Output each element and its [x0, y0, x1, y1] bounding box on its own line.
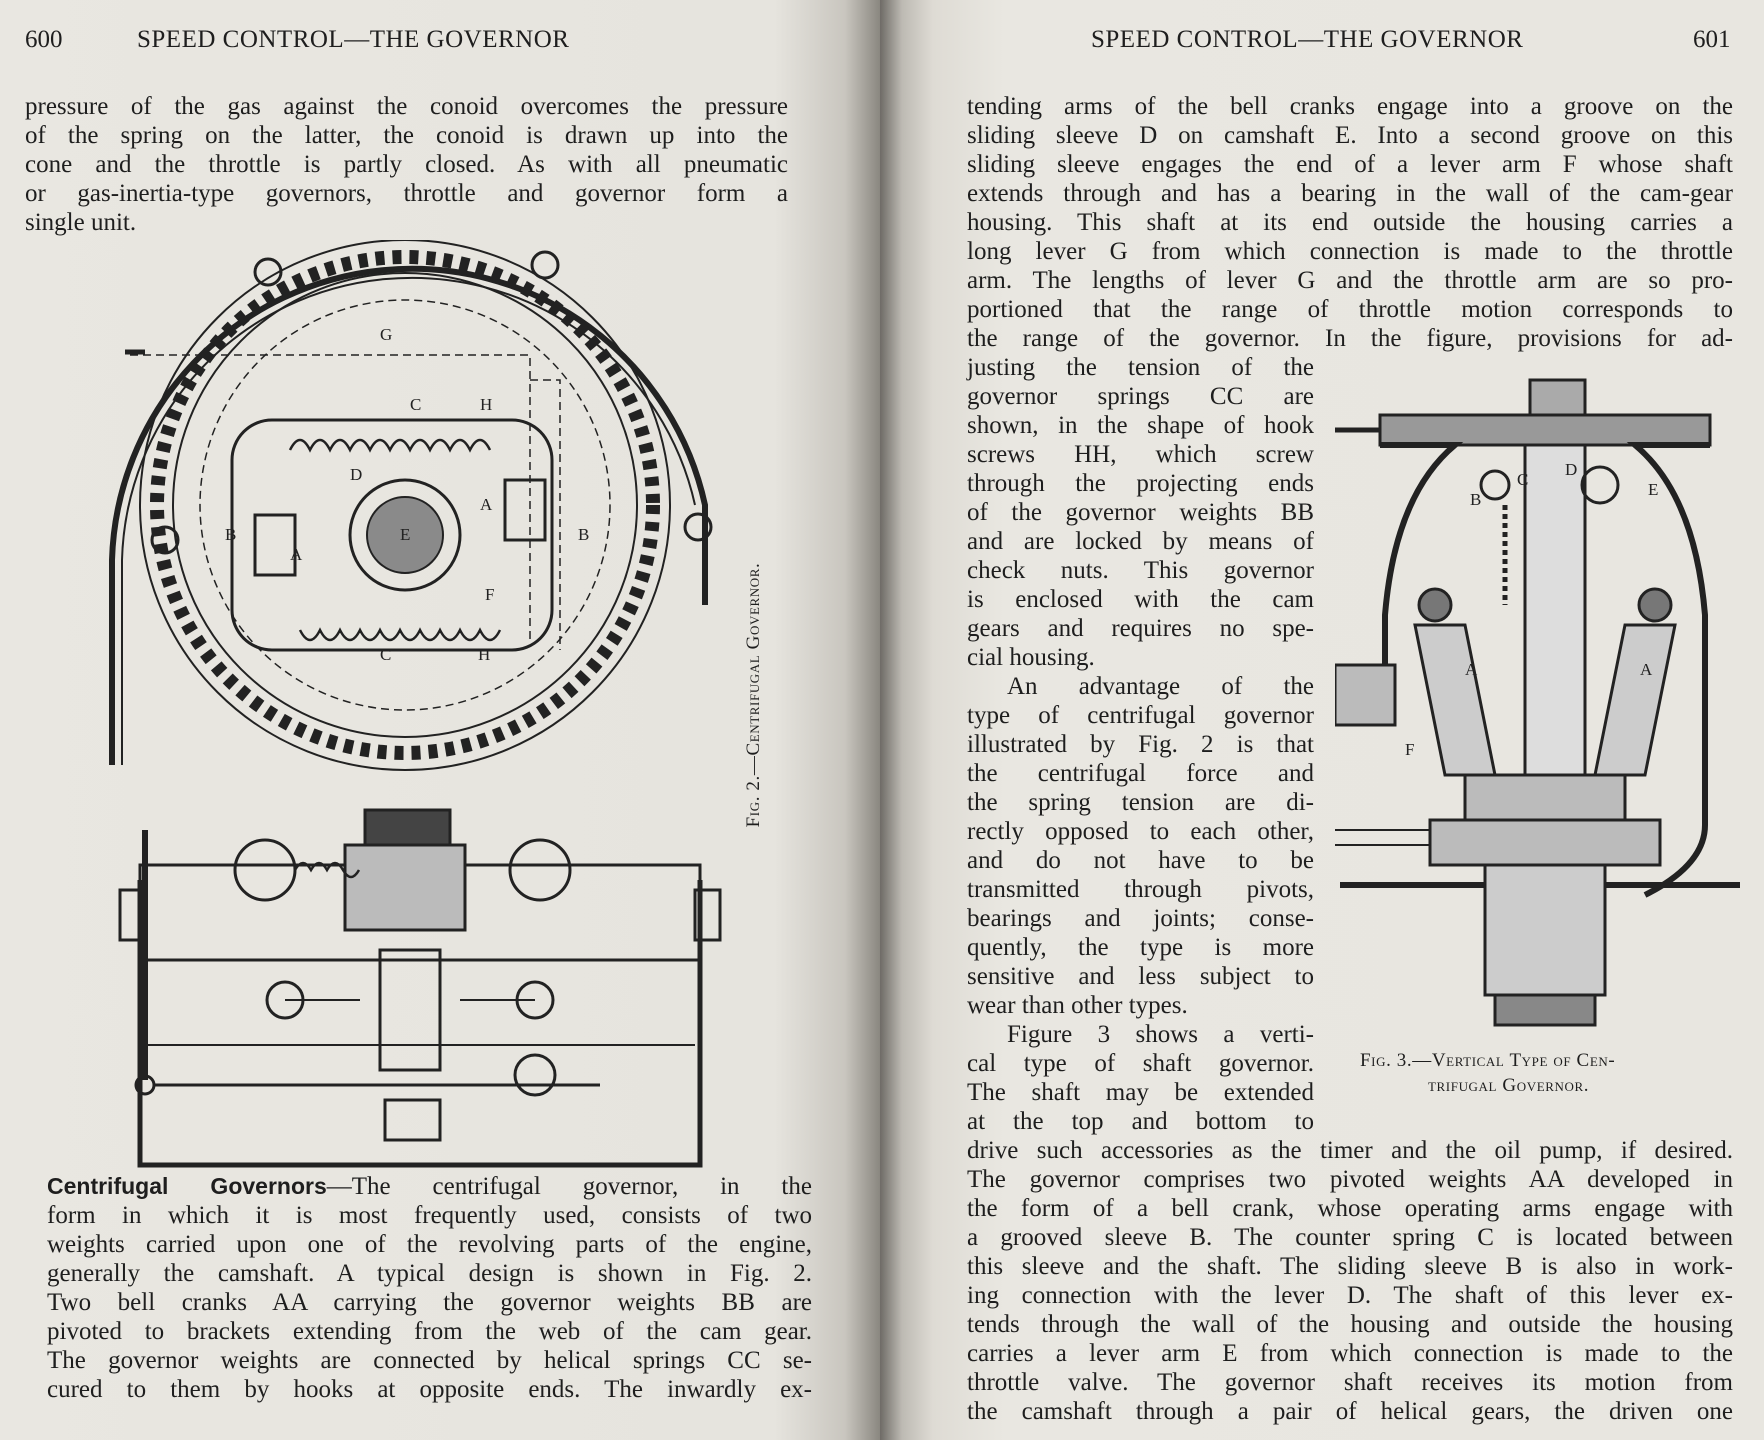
text-line: and are locked by means of: [967, 528, 1314, 555]
svg-text:H: H: [480, 395, 492, 414]
text-line: —The centrifugal governor, in the: [326, 1173, 812, 1200]
text-line: this sleeve and the shaft. The sliding s…: [967, 1253, 1733, 1280]
text-line: The governor weights are connected by he…: [47, 1347, 812, 1374]
text-line: Figure 3 shows a verti-: [1007, 1021, 1314, 1048]
running-head: SPEED CONTROL—THE GOVERNOR: [137, 26, 570, 53]
text-line: portioned that the range of throttle mot…: [967, 296, 1733, 323]
running-head: SPEED CONTROL—THE GOVERNOR: [1091, 26, 1524, 53]
figure-2-labels: G C H B A D E A B F C H: [225, 325, 589, 664]
svg-text:A: A: [290, 545, 303, 564]
figure-3-labels: B C D E A A F: [1405, 460, 1658, 759]
svg-text:B: B: [1470, 490, 1481, 509]
svg-text:C: C: [380, 645, 391, 664]
text-line: screws HH, which screw: [967, 441, 1314, 468]
text-line: form in which it is most frequently used…: [47, 1202, 812, 1229]
text-line: cured to them by hooks at opposite ends.…: [47, 1376, 812, 1403]
svg-text:A: A: [1465, 660, 1478, 679]
page-number: 600: [25, 26, 63, 53]
right-page: SPEED CONTROL—THE GOVERNOR 601 tending a…: [880, 0, 1764, 1440]
figure-3-caption-line1: Fig. 3.—Vertical Type of Cen-: [1360, 1050, 1616, 1071]
text-line: through the projecting ends: [967, 470, 1314, 497]
text-line: at the top and bottom to: [967, 1108, 1314, 1135]
svg-text:C: C: [1517, 470, 1528, 489]
figure-2-centrifugal-governor: G C H B A D E A B F C H: [109, 240, 722, 1168]
text-line: is enclosed with the cam: [967, 586, 1314, 613]
page-number: 601: [1693, 26, 1731, 53]
text-line: transmitted through pivots,: [967, 876, 1314, 903]
figure-2-caption: Fig. 2.—Centrifugal Governor.: [743, 562, 764, 828]
text-line: extends through and has a bearing in the…: [967, 180, 1733, 207]
text-line: weights carried upon one of the revolvin…: [47, 1231, 812, 1258]
text-line: Two bell cranks AA carrying the governor…: [47, 1289, 812, 1316]
text-line: housing. This shaft at its end outside t…: [967, 209, 1733, 236]
figure-3-caption-line2: trifugal Governor.: [1428, 1075, 1590, 1096]
text-line: a grooved sleeve B. The counter spring C…: [967, 1224, 1733, 1251]
text-line: cial housing.: [967, 644, 1095, 671]
text-line: ing connection with the lever D. The sha…: [967, 1282, 1733, 1309]
paragraph-top: pressure of the gas against the conoid o…: [25, 92, 788, 237]
text-line: cone and the throttle is partly closed. …: [25, 151, 788, 178]
text-line: generally the camshaft. A typical design…: [47, 1260, 812, 1287]
svg-text:H: H: [478, 645, 490, 664]
text-line: tending arms of the bell cranks engage i…: [967, 93, 1733, 120]
svg-text:C: C: [410, 395, 421, 414]
text-line: governor springs CC are: [967, 383, 1314, 410]
text-line: justing the tension of the: [967, 354, 1314, 381]
text-line: rectly opposed to each other,: [967, 818, 1314, 845]
text-line: carries a lever arm E from which connect…: [967, 1340, 1733, 1367]
text-line: check nuts. This governor: [967, 557, 1314, 584]
svg-text:B: B: [578, 525, 589, 544]
svg-text:F: F: [1405, 740, 1414, 759]
svg-text:B: B: [225, 525, 236, 544]
text-line: cal type of shaft governor.: [967, 1050, 1314, 1077]
text-line: the form of a bell crank, whose operatin…: [967, 1195, 1733, 1222]
section-centrifugal-governors: Centrifugal Governors—The centrifugal go…: [47, 1172, 812, 1404]
text-line: sliding sleeve engages the end of a leve…: [967, 151, 1733, 178]
text-line: of the spring on the latter, the conoid …: [25, 122, 788, 149]
paragraph-top: tending arms of the bell cranks engage i…: [967, 92, 1733, 353]
text-line: The governor comprises two pivoted weigh…: [967, 1166, 1733, 1193]
text-line: illustrated by Fig. 2 is that: [967, 731, 1314, 758]
paragraph-bottom: drive such accessories as the timer and …: [967, 1136, 1733, 1426]
text-line: tends through the wall of the housing an…: [967, 1311, 1733, 1338]
text-line: wear than other types.: [967, 992, 1188, 1019]
figure-3-vertical-governor: B C D E A A F: [1335, 378, 1740, 1027]
text-line: The shaft may be extended: [967, 1079, 1314, 1106]
text-line: or gas-inertia-type governors, throttle …: [25, 180, 788, 207]
text-line: and do not have to be: [967, 847, 1314, 874]
text-line: the centrifugal force and: [967, 760, 1314, 787]
section-heading: Centrifugal Governors: [47, 1173, 327, 1199]
text-line: single unit.: [25, 209, 137, 236]
text-line: of the governor weights BB: [967, 499, 1314, 526]
svg-text:E: E: [1648, 480, 1658, 499]
text-line: sensitive and less subject to: [967, 963, 1314, 990]
text-line: the camshaft through a pair of helical g…: [967, 1398, 1733, 1425]
text-line: pressure of the gas against the conoid o…: [25, 93, 788, 120]
text-line: shown, in the shape of hook: [967, 412, 1314, 439]
text-line: pivoted to brackets extending from the w…: [47, 1318, 812, 1345]
left-page: 600 SPEED CONTROL—THE GOVERNOR pressure …: [0, 0, 880, 1440]
text-line: long lever G from which connection is ma…: [967, 238, 1733, 265]
text-line: An advantage of the: [1007, 673, 1314, 700]
text-line: arm. The lengths of lever G and the thro…: [967, 267, 1733, 294]
text-line: the range of the governor. In the figure…: [967, 325, 1733, 352]
text-line: bearings and joints; conse-: [967, 905, 1314, 932]
svg-text:E: E: [400, 525, 410, 544]
text-line: type of centrifugal governor: [967, 702, 1314, 729]
svg-text:D: D: [350, 465, 362, 484]
text-line: the spring tension are di-: [967, 789, 1314, 816]
text-line: throttle valve. The governor shaft recei…: [967, 1369, 1733, 1396]
text-line: drive such accessories as the timer and …: [967, 1137, 1733, 1164]
text-line: gears and requires no spe-: [967, 615, 1314, 642]
text-line: sliding sleeve D on camshaft E. Into a s…: [967, 122, 1733, 149]
svg-text:G: G: [380, 325, 392, 344]
svg-text:A: A: [480, 495, 493, 514]
svg-text:F: F: [485, 585, 494, 604]
svg-text:D: D: [1565, 460, 1577, 479]
text-line: quently, the type is more: [967, 934, 1314, 961]
svg-text:A: A: [1640, 660, 1653, 679]
